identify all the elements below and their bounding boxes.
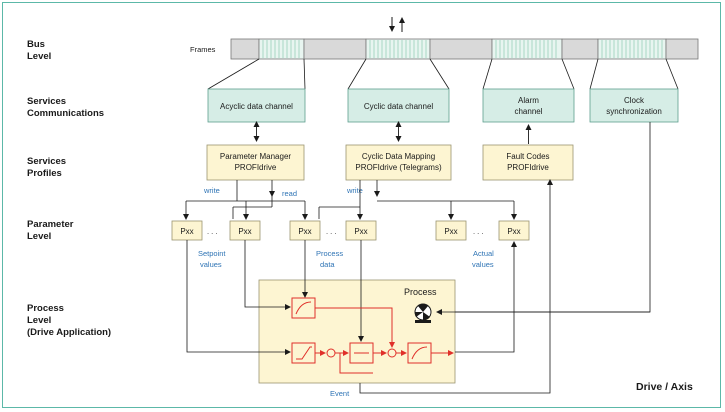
alarm-channel-label-line2: channel bbox=[514, 107, 542, 116]
diagram-frame bbox=[2, 2, 721, 408]
process-data-label-line2: data bbox=[320, 260, 335, 269]
acyclic-data-channel-label: Acyclic data channel bbox=[220, 102, 293, 111]
parameter-manager-label-line2: PROFIdrive bbox=[235, 163, 277, 172]
ramp-generator-block bbox=[291, 342, 316, 364]
frame-hatching bbox=[262, 40, 663, 58]
bus-level-label-line2: Level bbox=[27, 51, 51, 62]
setpoint-values-label-line1: Setpoint bbox=[198, 249, 226, 258]
setpoint-values-label-line2: values bbox=[200, 260, 222, 269]
process-io-lines bbox=[186, 122, 651, 394]
services-communications-label-line2: Communications bbox=[27, 108, 104, 119]
drive-axis-label: Drive / Axis bbox=[636, 381, 693, 393]
parameter-box-6 bbox=[498, 220, 530, 241]
parameter-boxes: Pxx Pxx Pxx Pxx Pxx Pxx . . . . . . . . … bbox=[171, 220, 530, 241]
clock-synchronization-label-line2: synchronization bbox=[606, 107, 662, 116]
actual-values-label-line2: values bbox=[472, 260, 494, 269]
ellipsis-2: . . . bbox=[326, 227, 336, 236]
process-level-label-line3: (Drive Application) bbox=[27, 327, 111, 338]
cyclic-data-mapping-label-line2: PROFIdrive (Telegrams) bbox=[355, 163, 442, 172]
services-communications-label-line1: Services bbox=[27, 96, 66, 107]
frame-segment-8 bbox=[597, 38, 667, 60]
parameter-level-label-line1: Parameter bbox=[27, 219, 74, 230]
cyclic-data-mapping-box bbox=[345, 144, 452, 181]
fault-codes-label-line2: PROFIdrive bbox=[507, 163, 549, 172]
channel-boxes: Acyclic data channel Cyclic data channel… bbox=[207, 88, 679, 123]
profile-boxes: Parameter Manager PROFIdrive Cyclic Data… bbox=[206, 144, 574, 181]
summing-junction-2 bbox=[387, 348, 397, 358]
process-data-label-line1: Process bbox=[316, 249, 343, 258]
frame-to-channel-lines bbox=[207, 58, 679, 90]
write-label-left: write bbox=[203, 186, 220, 195]
frame-segment-6 bbox=[491, 38, 563, 60]
parameter-label-4: Pxx bbox=[354, 227, 367, 236]
alarm-channel-box bbox=[482, 88, 575, 123]
clock-synchronization-box bbox=[589, 88, 679, 123]
process-box bbox=[258, 279, 456, 384]
setpoint-ramp-block bbox=[291, 297, 316, 319]
process-level-label-line1: Process bbox=[27, 303, 64, 314]
clock-synchronization-label-line1: Clock bbox=[624, 96, 645, 105]
parameter-manager-label-line1: Parameter Manager bbox=[220, 152, 291, 161]
frame-bar bbox=[230, 38, 699, 60]
parameter-label-2: Pxx bbox=[238, 227, 251, 236]
cyclic-data-mapping-label-line1: Cyclic Data Mapping bbox=[362, 152, 435, 161]
channel-profile-arrows bbox=[253, 121, 532, 144]
up-down-arrows-icon bbox=[389, 17, 405, 32]
parameter-manager-box bbox=[206, 144, 305, 181]
process-level-label-line2: Level bbox=[27, 315, 51, 326]
parameter-label-3: Pxx bbox=[298, 227, 311, 236]
write-label-right: write bbox=[346, 186, 363, 195]
frame-segment-7 bbox=[561, 38, 599, 60]
parameter-box-5 bbox=[435, 220, 467, 241]
frame-segment-3 bbox=[303, 38, 367, 60]
profile-to-parameter-connectors bbox=[183, 180, 517, 220]
cyclic-data-channel-label: Cyclic data channel bbox=[364, 102, 434, 111]
fault-codes-box bbox=[482, 144, 574, 181]
frames-label: Frames bbox=[190, 45, 216, 54]
event-label: Event bbox=[330, 389, 350, 398]
motor-icon bbox=[414, 303, 432, 323]
ellipsis-3: . . . bbox=[473, 227, 483, 236]
cyclic-data-channel-box bbox=[347, 88, 450, 123]
control-loop-arrows bbox=[315, 307, 454, 374]
control-loop bbox=[291, 297, 454, 374]
parameter-level-label-line2: Level bbox=[27, 231, 51, 242]
frame-segment-5 bbox=[429, 38, 493, 60]
frame-segment-9 bbox=[665, 38, 699, 60]
parameter-label-5: Pxx bbox=[444, 227, 457, 236]
summing-junction-1 bbox=[326, 348, 336, 358]
bus-level-label-line1: Bus bbox=[27, 39, 45, 50]
level-labels: Bus Level Services Communications Servic… bbox=[27, 39, 111, 338]
frame-segment-2 bbox=[258, 38, 305, 60]
fault-codes-label-line1: Fault Codes bbox=[506, 152, 549, 161]
read-label: read bbox=[282, 189, 297, 198]
process-title: Process bbox=[404, 287, 437, 297]
actual-values-label-line1: Actual bbox=[473, 249, 494, 258]
services-profiles-label-line2: Profiles bbox=[27, 168, 62, 179]
parameter-label-6: Pxx bbox=[507, 227, 520, 236]
parameter-label-1: Pxx bbox=[180, 227, 193, 236]
services-profiles-label-line1: Services bbox=[27, 156, 66, 167]
ellipsis-1: . . . bbox=[207, 227, 217, 236]
alarm-channel-label-line1: Alarm bbox=[518, 96, 539, 105]
frame-segment-1 bbox=[230, 38, 260, 60]
output-block bbox=[407, 342, 432, 364]
acyclic-data-channel-box bbox=[207, 88, 306, 123]
